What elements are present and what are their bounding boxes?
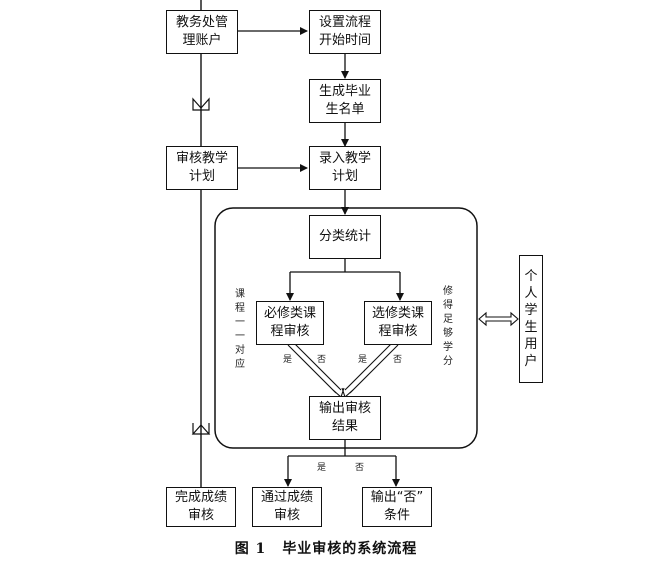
figure-number: 图 1 (234, 541, 267, 557)
branch-label-required-yes: 是 (283, 355, 293, 365)
branch-label-result-yes: 是 (317, 463, 327, 473)
review-container (214, 207, 478, 449)
node-required-course-review: 必修类课 程审核 (256, 301, 324, 345)
node-output-no-condition: 输出“否” 条件 (362, 487, 432, 527)
side-label-left: 课程一一对应 (235, 289, 245, 370)
node-classify-stats: 分类统计 (309, 215, 381, 259)
node-set-process-time: 设置流程 开始时间 (309, 10, 381, 54)
node-complete-grade-review: 完成成绩 审核 (166, 487, 236, 527)
node-student-user: 个人学生用户 (519, 255, 543, 383)
figure-caption: 图 1 毕业审核的系统流程 (0, 538, 652, 558)
node-pass-grade-review: 通过成绩 审核 (252, 487, 322, 527)
double-arrow-required-to-result (287, 342, 345, 398)
branch-label-elective-yes: 是 (358, 355, 368, 365)
lifeline-marker-bottom (191, 423, 211, 435)
node-output-review-result: 输出审核 结果 (309, 396, 381, 440)
node-student-user-label: 个人学生用户 (524, 269, 538, 369)
branch-label-required-no: 否 (317, 355, 327, 365)
side-label-right: 修得足够学分 (443, 286, 453, 367)
figure-title: 毕业审核的系统流程 (282, 541, 418, 557)
double-arrow-elective-to-result (341, 342, 399, 398)
node-review-teaching-plan: 审核教学 计划 (166, 146, 238, 190)
lifeline-marker-top (192, 97, 210, 111)
node-generate-grad-list: 生成毕业 生名单 (309, 79, 381, 123)
bidirectional-arrow-icon (478, 311, 519, 327)
branch-label-elective-no: 否 (393, 355, 403, 365)
branch-label-result-no: 否 (355, 463, 365, 473)
node-elective-course-review: 选修类课 程审核 (364, 301, 432, 345)
node-enter-teaching-plan: 录入教学 计划 (309, 146, 381, 190)
node-admin-account: 教务处管 理账户 (166, 10, 238, 54)
